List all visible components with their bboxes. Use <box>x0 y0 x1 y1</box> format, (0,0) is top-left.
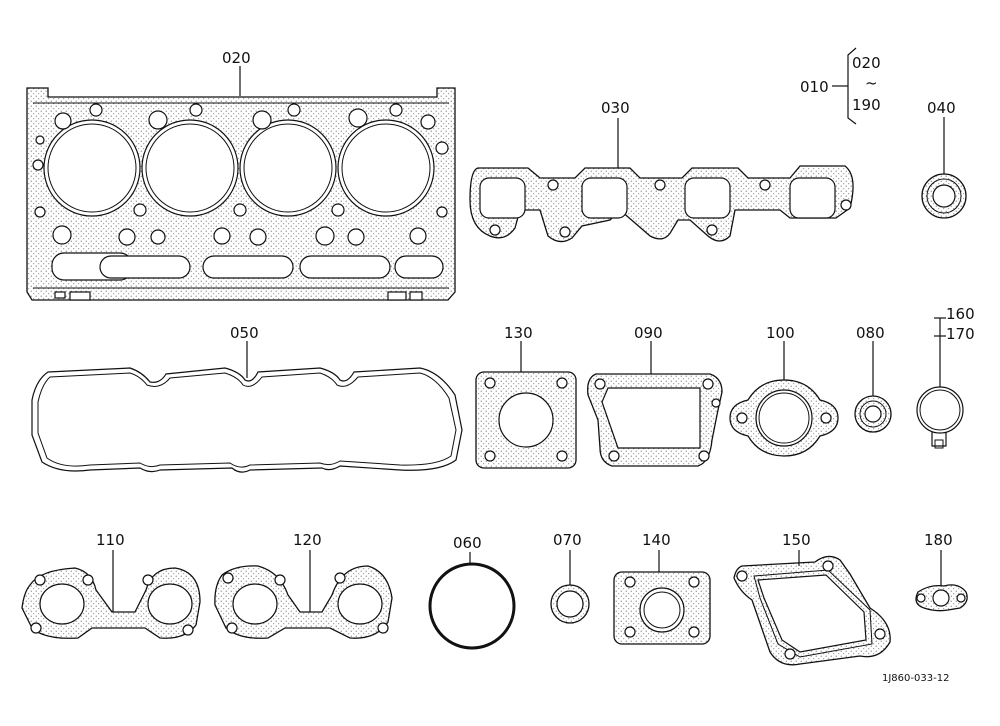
label-190-range-end: 190 <box>852 96 881 114</box>
label-140: 140 <box>642 531 671 549</box>
label-180: 180 <box>924 531 953 549</box>
label-range-tilde: ~ <box>865 74 878 92</box>
label-170: 170 <box>946 325 975 343</box>
label-160: 160 <box>946 305 975 323</box>
label-040: 040 <box>927 99 956 117</box>
label-020-range-start: 020 <box>852 54 881 72</box>
part-050-head-cover-gasket: 050 <box>31 324 463 473</box>
drawing-reference-number: 1J860-033-12 <box>882 673 949 684</box>
part-070-ring-gasket: 070 <box>550 531 590 624</box>
part-100-thermostat-gasket: 100 <box>729 324 839 457</box>
part-020-cylinder-head-gasket: 020 <box>26 49 456 301</box>
part-150-gasket: 150 <box>733 531 891 666</box>
part-040-seal-ring: 040 <box>921 99 967 219</box>
part-090-gasket: 090 <box>587 324 723 467</box>
part-140-flange-gasket: 140 <box>613 531 711 645</box>
label-070: 070 <box>553 531 582 549</box>
part-120-intake-gasket: 120 <box>214 531 393 639</box>
part-160-170-ring: 160 170 <box>916 305 975 449</box>
part-180-small-flange-gasket: 180 <box>915 531 968 612</box>
label-130: 130 <box>504 324 533 342</box>
label-020: 020 <box>222 49 251 67</box>
label-060: 060 <box>453 534 482 552</box>
part-060-o-ring: 060 <box>428 534 516 650</box>
label-120: 120 <box>293 531 322 549</box>
part-010-kit-bracket: 010 020 ~ 190 <box>800 47 881 125</box>
label-080: 080 <box>856 324 885 342</box>
label-100: 100 <box>766 324 795 342</box>
label-050: 050 <box>230 324 259 342</box>
part-110-intake-gasket: 110 <box>21 531 201 639</box>
part-130-square-flange-gasket: 130 <box>475 324 577 469</box>
label-010: 010 <box>800 78 829 96</box>
label-150: 150 <box>782 531 811 549</box>
part-080-seal: 080 <box>854 324 892 433</box>
label-030: 030 <box>601 99 630 117</box>
label-090: 090 <box>634 324 663 342</box>
label-110: 110 <box>96 531 125 549</box>
part-030-exhaust-manifold-gasket: 030 <box>469 99 854 243</box>
